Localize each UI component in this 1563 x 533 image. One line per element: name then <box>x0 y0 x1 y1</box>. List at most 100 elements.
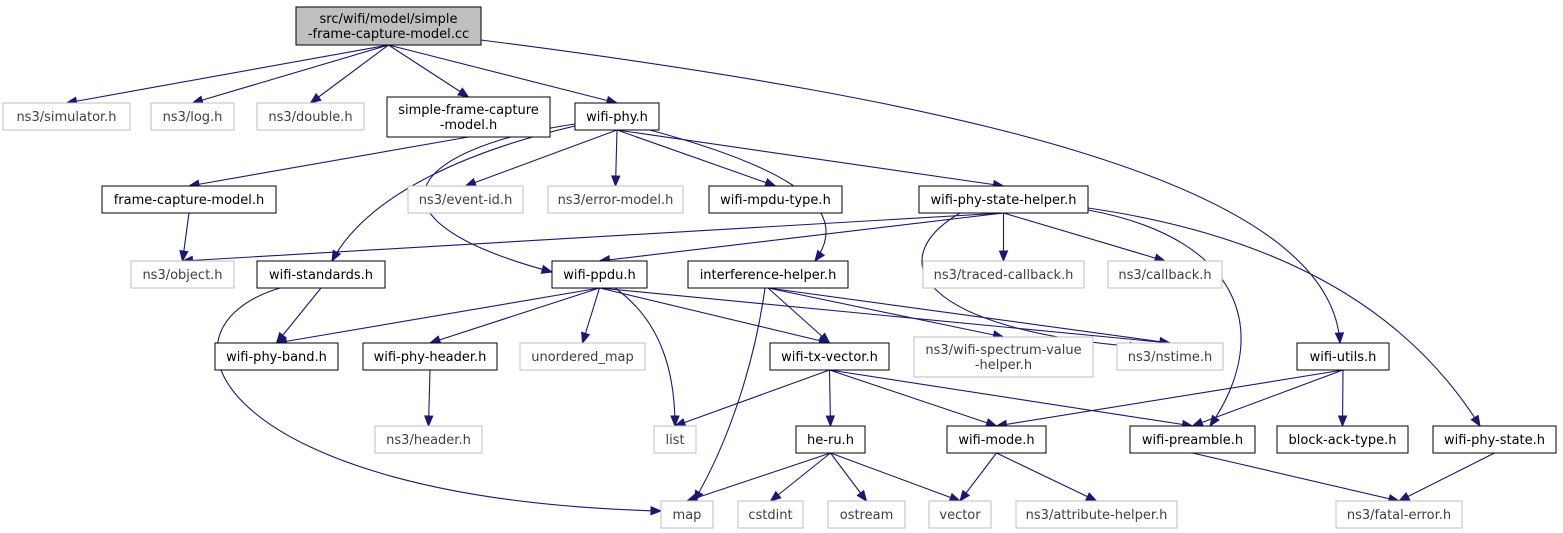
edge-line <box>767 287 1004 338</box>
node-map: map <box>660 500 714 529</box>
node-box <box>660 500 714 529</box>
edge-phystate-to-fatalerror <box>1397 452 1495 502</box>
edge-ppdu-to-list <box>614 287 680 428</box>
node-txvector[interactable]: wifi-tx-vector.h <box>769 342 890 371</box>
node-band[interactable]: wifi-phy-band.h <box>214 342 339 371</box>
edge-mode-to-vector <box>959 452 997 503</box>
edge-line <box>388 44 618 104</box>
edge-line <box>310 44 389 104</box>
edge-line <box>480 39 1341 344</box>
edge-interference-to-map <box>693 287 766 503</box>
node-ppdu[interactable]: wifi-ppdu.h <box>551 260 648 289</box>
edge-root-to-double <box>309 44 389 104</box>
node-fcm[interactable]: frame-capture-model.h <box>101 185 277 214</box>
node-box <box>769 342 890 371</box>
edge-statehelper-to-phystate <box>1087 207 1481 428</box>
arrowhead-icon <box>985 418 998 428</box>
node-label: ns3/header.h <box>386 433 471 448</box>
node-mpdutype[interactable]: wifi-mpdu-type.h <box>708 185 843 214</box>
node-label: ostream <box>840 508 894 523</box>
arrowhead-icon <box>1397 492 1411 502</box>
node-label: ns3/log.h <box>163 110 223 125</box>
edge-heru-to-vector <box>830 452 962 502</box>
node-label: interference-helper.h <box>700 268 837 283</box>
node-preamble[interactable]: wifi-preamble.h <box>1129 425 1256 454</box>
node-statehelper[interactable]: wifi-phy-state-helper.h <box>918 185 1089 214</box>
node-heru[interactable]: he-ru.h <box>795 425 866 454</box>
node-box <box>918 185 1089 214</box>
node-interference[interactable]: interference-helper.h <box>687 260 849 289</box>
node-label: unordered_map <box>531 350 634 365</box>
node-box <box>551 260 648 289</box>
edge-line <box>829 369 1193 427</box>
node-label: cstdint <box>748 508 792 523</box>
node-label: wifi-standards.h <box>269 268 373 283</box>
node-root[interactable]: src/wifi/model/simple-frame-capture-mode… <box>295 6 482 46</box>
edge-txvector-to-mode <box>829 369 998 428</box>
node-box <box>1015 500 1178 529</box>
arrowhead-icon <box>825 415 836 428</box>
edge-preamble-to-fatalerror <box>1192 452 1401 504</box>
node-mode[interactable]: wifi-mode.h <box>946 425 1047 454</box>
node-box <box>913 336 1094 378</box>
edge-line <box>996 452 1097 502</box>
node-list: list <box>653 425 697 454</box>
edge-statehelper-to-callback <box>1003 212 1167 263</box>
node-label: -model.h <box>440 118 498 133</box>
edge-txvector-to-preamble <box>829 369 1194 430</box>
edge-line <box>830 452 961 502</box>
edge-line <box>1192 452 1400 502</box>
node-label: wifi-phy-state.h <box>1444 433 1545 448</box>
node-box <box>1116 342 1224 371</box>
edge-wifiphy-to-eventid <box>464 129 618 187</box>
edge-ppdu-to-phyheader <box>428 287 600 345</box>
node-label: ns3/wifi-spectrum-value <box>925 343 1081 358</box>
node-box <box>386 96 551 138</box>
node-phystate[interactable]: wifi-phy-state.h <box>1432 425 1557 454</box>
edge-statehelper-to-object <box>181 212 1004 266</box>
node-sfcm[interactable]: simple-frame-capture-model.h <box>386 96 551 138</box>
arrowhead-icon <box>581 331 591 345</box>
arrowhead-icon <box>818 332 831 344</box>
edge-sfcm-to-fcm <box>187 136 469 189</box>
edge-line <box>770 452 831 502</box>
node-box <box>362 342 498 371</box>
edge-ppdu-to-txvector <box>599 287 831 346</box>
node-wifiphy[interactable]: wifi-phy.h <box>574 102 660 131</box>
edge-line <box>674 369 830 427</box>
node-box <box>687 260 849 289</box>
node-label: ns3/object.h <box>142 268 222 283</box>
edge-line <box>276 287 322 344</box>
node-box <box>928 500 992 529</box>
edge-line <box>599 287 830 344</box>
edge-utils-to-preamble <box>1191 369 1344 427</box>
node-vector: vector <box>928 500 992 529</box>
node-label: wifi-mode.h <box>958 433 1034 448</box>
arrowhead-icon <box>814 249 826 263</box>
arrowhead-icon <box>309 92 322 104</box>
edge-statehelper-to-preamble <box>1087 209 1242 428</box>
node-label: ns3/double.h <box>268 110 352 125</box>
edge-interference-to-txvector <box>767 287 831 344</box>
edge-line <box>649 129 827 262</box>
node-standards[interactable]: wifi-standards.h <box>256 260 386 289</box>
node-utils[interactable]: wifi-utils.h <box>1296 342 1390 371</box>
node-callback: ns3/callback.h <box>1107 260 1223 289</box>
node-eventid: ns3/event-id.h <box>407 185 524 214</box>
edge-line <box>693 287 766 502</box>
node-box <box>653 425 697 454</box>
edge-line <box>465 129 618 187</box>
node-label: wifi-tx-vector.h <box>781 350 878 365</box>
arrowhead-icon <box>998 250 1009 263</box>
node-layer: src/wifi/model/simple-frame-capture-mode… <box>2 6 1557 529</box>
edge-txvector-to-list <box>673 369 830 427</box>
node-phyheader[interactable]: wifi-phy-header.h <box>362 342 498 371</box>
node-object: ns3/object.h <box>130 260 235 289</box>
node-tracedcb: ns3/traced-callback.h <box>922 260 1085 289</box>
node-box <box>547 185 684 214</box>
node-label: frame-capture-model.h <box>114 193 265 208</box>
node-label: ns3/event-id.h <box>419 193 513 208</box>
node-label: src/wifi/model/simple <box>320 12 458 27</box>
edge-utils-to-mode <box>995 369 1344 430</box>
node-blockack[interactable]: block-ack-type.h <box>1276 425 1409 454</box>
